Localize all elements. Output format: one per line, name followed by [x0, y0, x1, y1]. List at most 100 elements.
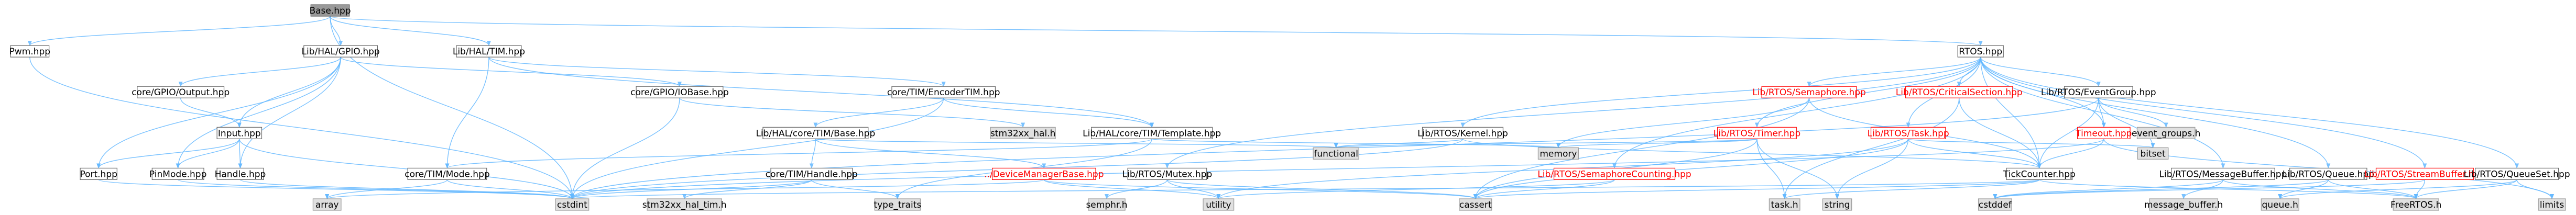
- node-port[interactable]: Port.hpp: [80, 167, 117, 180]
- edge-root-to-rtos: [330, 16, 1982, 47]
- edge-lib_rtos_semaphore-to-memory: [1556, 98, 1810, 149]
- node-lib-hal-core-tim-base[interactable]: Lib/HAL/core/TIM/Base.hpp: [756, 127, 875, 139]
- edge-device_manager_base-to-utility: [1043, 179, 1221, 199]
- edge-lib_rtos_task-to-cassert: [1473, 139, 1909, 199]
- node-box: [80, 167, 117, 180]
- node-lib-rtos-timer[interactable]: Lib/RTOS/Timer.hpp: [1713, 127, 1800, 139]
- node-label: Lib/RTOS/StreamBuffer.hpp: [2364, 169, 2485, 179]
- node-core-tim-handle[interactable]: core/TIM/Handle.hpp: [766, 167, 858, 180]
- node-lib-rtos-mutex[interactable]: Lib/RTOS/Mutex.hpp: [1122, 167, 1213, 180]
- node-box: [2149, 198, 2219, 211]
- node-lib-rtos-semaphore-counting[interactable]: Lib/RTOS/SemaphoreCounting.hpp: [1537, 167, 1691, 180]
- node-bitset: bitset: [2137, 147, 2169, 160]
- node-box: [1088, 198, 1126, 211]
- node-label: core/TIM/Mode.hpp: [405, 169, 489, 179]
- node-label: Lib/RTOS/Mutex.hpp: [1122, 169, 1213, 179]
- node-lib-rtos-task[interactable]: Lib/RTOS/Task.hpp: [1868, 127, 1949, 139]
- node-label: Lib/RTOS/QueueSet.hpp: [2464, 169, 2570, 179]
- node-lib-rtos-semaphore[interactable]: Lib/RTOS/Semaphore.hpp: [1752, 86, 1866, 98]
- edge-core_tim_encoder-to-cstdint: [570, 98, 944, 199]
- node-tick-counter[interactable]: TickCounter.hpp: [2003, 167, 2076, 180]
- node-semphr: semphr.h: [1086, 198, 1128, 211]
- edge-core_tim_handle-to-stm32xx_hal_tim_h: [682, 179, 812, 199]
- node-device-manager-base[interactable]: ../DeviceManagerBase.hpp: [984, 167, 1104, 180]
- node-label: Lib/HAL/TIM.hpp: [453, 47, 525, 57]
- node-label: functional: [1314, 149, 1358, 159]
- node-box: [303, 45, 378, 58]
- edge-tick_counter-to-freertos_h: [2039, 179, 2418, 199]
- node-handle[interactable]: Handle.hpp: [215, 167, 266, 180]
- node-box: [1203, 198, 1235, 211]
- node-input[interactable]: Input.hpp: [216, 127, 263, 139]
- node-box: [310, 4, 350, 17]
- node-lib-hal-core-tim-template[interactable]: Lib/HAL/core/TIM/Template.hpp: [1083, 127, 1221, 139]
- node-lib-rtos-queue[interactable]: Lib/RTOS/Queue.hpp: [2283, 167, 2374, 180]
- node-box: [1422, 127, 1504, 139]
- node-label: limits: [2540, 200, 2564, 210]
- node-event-groups: event_groups.h: [2132, 127, 2200, 139]
- node-box: [1978, 198, 2012, 211]
- node-rtos[interactable]: RTOS.hpp: [1957, 45, 2004, 58]
- edge-lib_rtos_semaphore-to-cassert: [1473, 98, 1810, 199]
- edge-lib_rtos_event_group-to-tick_counter: [2037, 98, 2099, 169]
- node-root[interactable]: Base.hpp: [309, 4, 351, 17]
- node-box: [2171, 167, 2275, 180]
- node-lib-hal-gpio[interactable]: Lib/HAL/GPIO.hpp: [301, 45, 380, 58]
- node-timeout[interactable]: Timeout.hpp: [2075, 127, 2132, 139]
- edge-input-to-cstdint: [239, 139, 574, 199]
- edge-lib_rtos_mutex-to-utility: [1166, 179, 1221, 199]
- node-lib-rtos-critical-section[interactable]: Lib/RTOS/CriticalSection.hpp: [1896, 86, 2023, 98]
- node-pwm[interactable]: Pwm.hpp: [9, 45, 50, 58]
- node-label: Lib/RTOS/Timer.hpp: [1713, 128, 1800, 139]
- edge-core_gpio_output-to-input: [180, 98, 242, 128]
- edge-rtos-to-lib_rtos_queue: [1980, 57, 2331, 169]
- edge-lib_rtos_message_buffer-to-freertos_h: [2222, 179, 2418, 199]
- node-label: core/GPIO/Output.hpp: [132, 87, 230, 98]
- node-core-tim-encoder[interactable]: core/TIM/EncoderTIM.hpp: [887, 86, 1000, 98]
- node-label: string: [1825, 200, 1850, 210]
- edge-lib_rtos_task-to-tick_counter: [1907, 139, 2042, 169]
- edge-lib_hal_gpio-to-input: [237, 57, 341, 128]
- node-lib-rtos-queue-set[interactable]: Lib/RTOS/QueueSet.hpp: [2464, 167, 2570, 180]
- node-utility: utility: [1203, 198, 1235, 211]
- node-memory: memory: [1537, 147, 1579, 160]
- node-stm32xx-hal: stm32xx_hal.h: [990, 127, 1056, 139]
- node-box: [874, 198, 921, 211]
- node-box: [1717, 127, 1797, 139]
- node-core-gpio-output[interactable]: core/GPIO/Output.hpp: [132, 86, 230, 98]
- edge-device_manager_base-to-array: [325, 179, 1045, 199]
- node-box: [891, 86, 996, 98]
- edge-lib_rtos_message_buffer-to-cstddef: [1993, 179, 2224, 199]
- node-lib-rtos-event-group[interactable]: Lib/RTOS/EventGroup.hpp: [2041, 86, 2156, 98]
- edge-core_gpio_io_base-to-cstdint: [570, 98, 680, 199]
- edge-core_gpio_io_base-to-stm32xx_hal: [679, 97, 1025, 128]
- edge-lib_rtos_timer-to-memory: [1556, 138, 1758, 149]
- edge-lib_rtos_queue_set-to-queue_h: [2278, 179, 2517, 199]
- node-label: Lib/RTOS/EventGroup.hpp: [2041, 87, 2156, 98]
- node-lib-hal-tim[interactable]: Lib/HAL/TIM.hpp: [453, 45, 525, 58]
- node-core-tim-mode[interactable]: core/TIM/Mode.hpp: [405, 167, 490, 180]
- node-lib-rtos-stream-buffer[interactable]: Lib/RTOS/StreamBuffer.hpp: [2364, 167, 2485, 180]
- node-box: [2538, 198, 2566, 211]
- edge-core_tim_mode-to-cstdint: [446, 179, 574, 199]
- edge-lib_hal_core_tim_template-to-core_tim_mode: [445, 138, 1152, 169]
- node-lib-rtos-kernel[interactable]: Lib/RTOS/Kernel.hpp: [1417, 127, 1508, 139]
- edge-tick_counter-to-cassert: [1473, 179, 2040, 199]
- node-label: event_groups.h: [2132, 128, 2200, 139]
- node-lib-rtos-message-buffer[interactable]: Lib/RTOS/MessageBuffer.hpp: [2159, 167, 2287, 180]
- node-box: [456, 45, 522, 58]
- node-core-gpio-io-base[interactable]: core/GPIO/IOBase.hpp: [630, 86, 729, 98]
- node-box: [1127, 167, 1207, 180]
- node-label: Lib/RTOS/Kernel.hpp: [1417, 128, 1508, 139]
- node-label: cstdint: [557, 200, 587, 210]
- node-box: [2064, 86, 2133, 98]
- node-array: array: [312, 198, 342, 211]
- node-pinmode[interactable]: PinMode.hpp: [149, 167, 206, 180]
- edge-lib_rtos_queue-to-cstddef: [1993, 179, 2329, 199]
- node-box: [151, 167, 204, 180]
- edge-handle-to-cstdint: [239, 179, 574, 199]
- edge-lib_rtos_event_group-to-event_groups: [2098, 98, 2168, 128]
- edge-core_tim_encoder-to-lib_hal_core_tim_base: [813, 97, 944, 128]
- node-box: [2475, 167, 2559, 180]
